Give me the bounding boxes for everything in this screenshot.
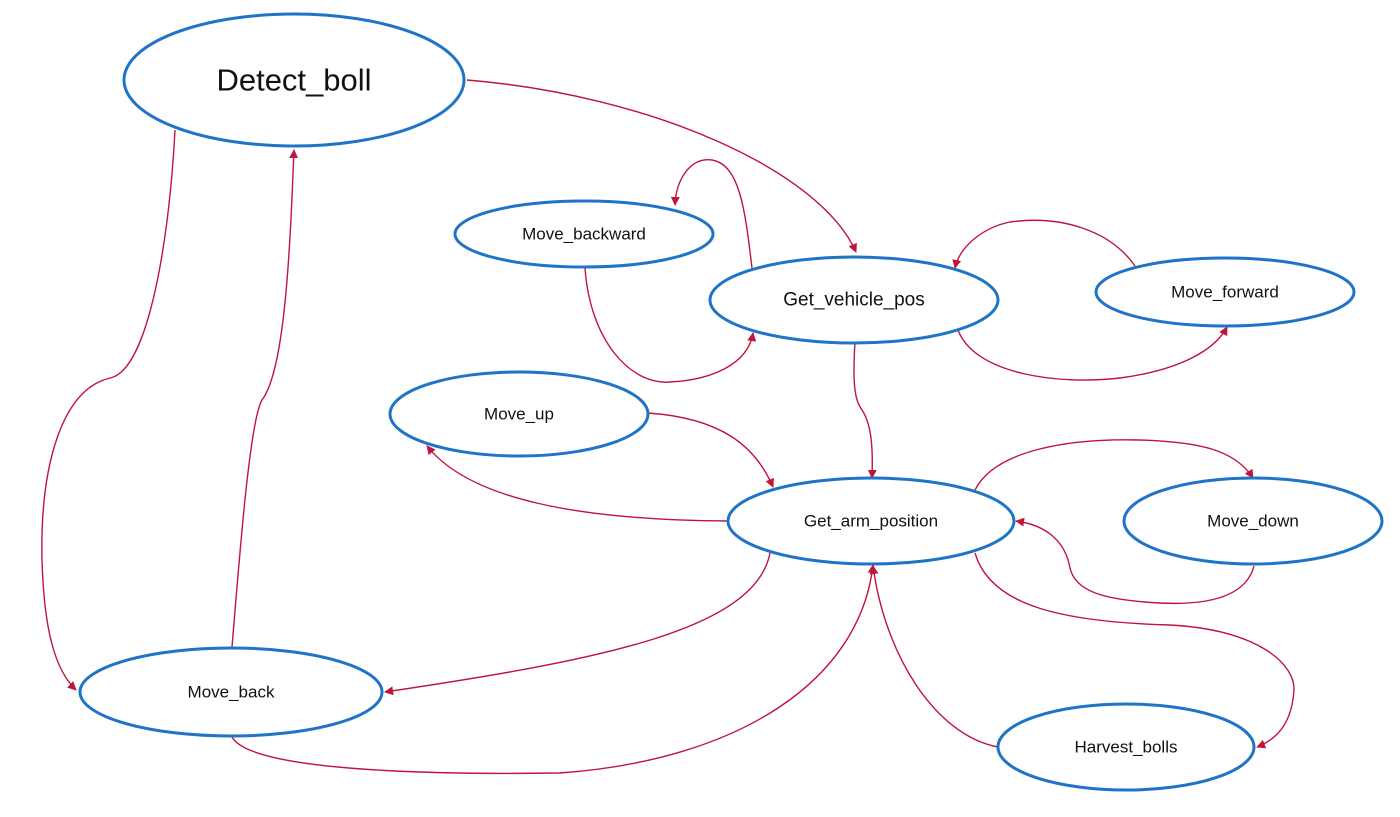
edge-move_backward-to-get_vehicle_pos: [584, 267, 757, 383]
node-harvest_bolls-label: Harvest_bolls: [1075, 738, 1178, 757]
node-detect_boll-label: Detect_boll: [216, 63, 371, 98]
edge-harvest_bolls-to-get_arm_position: [869, 565, 999, 748]
node-move_backward: Move_backward: [453, 199, 715, 269]
node-detect_boll: Detect_boll: [122, 12, 466, 148]
nodes: Detect_boll Move_backward Get_vehicle_po…: [78, 12, 1384, 792]
edge-move_back-to-detect_boll: [231, 149, 299, 648]
edge-move_back-to-get_arm_position: [231, 564, 877, 775]
node-move_backward-label: Move_backward: [522, 225, 646, 244]
node-get_arm_position-label: Get_arm_position: [804, 512, 938, 531]
node-harvest_bolls-ellipse: [996, 702, 1256, 792]
node-move_forward-label: Move_forward: [1171, 283, 1279, 302]
edges: [41, 79, 1295, 775]
edge-get_arm_position-to-move_down: [974, 439, 1254, 491]
node-get_vehicle_pos-ellipse: [708, 255, 1000, 345]
edge-detect_boll-to-get_vehicle_pos: [466, 79, 857, 253]
node-move_backward-ellipse: [453, 199, 715, 269]
node-move_up: Move_up: [388, 370, 650, 458]
node-move_down-label: Move_down: [1207, 512, 1299, 531]
edge-get_arm_position-to-harvest_bolls: [974, 552, 1295, 749]
edge-get_arm_position-to-move_up: [426, 445, 729, 522]
node-get_vehicle_pos: Get_vehicle_pos: [708, 255, 1000, 345]
node-move_down: Move_down: [1122, 476, 1384, 566]
edge-detect_boll-to-move_back: [41, 129, 176, 691]
node-detect_boll-ellipse: [122, 12, 466, 148]
edge-get_arm_position-to-move_back: [384, 552, 771, 696]
edge-get_vehicle_pos-to-move_forward: [957, 326, 1228, 381]
node-get_vehicle_pos-label: Get_vehicle_pos: [783, 290, 925, 311]
node-move_up-ellipse: [388, 370, 650, 458]
edge-get_vehicle_pos-to-move_backward: [670, 159, 753, 269]
node-move_forward: Move_forward: [1094, 256, 1356, 328]
node-get_arm_position: Get_arm_position: [726, 476, 1016, 566]
edge-move_down-to-get_arm_position: [1015, 517, 1255, 605]
edge-get_vehicle_pos-to-get_arm_position: [853, 341, 877, 479]
node-move_forward-ellipse: [1094, 256, 1356, 328]
node-get_arm_position-ellipse: [726, 476, 1016, 566]
node-move_down-ellipse: [1122, 476, 1384, 566]
node-move_back-label: Move_back: [188, 683, 275, 702]
edge-move_forward-to-get_vehicle_pos: [952, 219, 1136, 269]
edge-move_up-to-get_arm_position: [647, 412, 774, 488]
node-move_back-ellipse: [78, 646, 384, 738]
node-move_back: Move_back: [78, 646, 384, 738]
node-move_up-label: Move_up: [484, 405, 554, 424]
node-harvest_bolls: Harvest_bolls: [996, 702, 1256, 792]
